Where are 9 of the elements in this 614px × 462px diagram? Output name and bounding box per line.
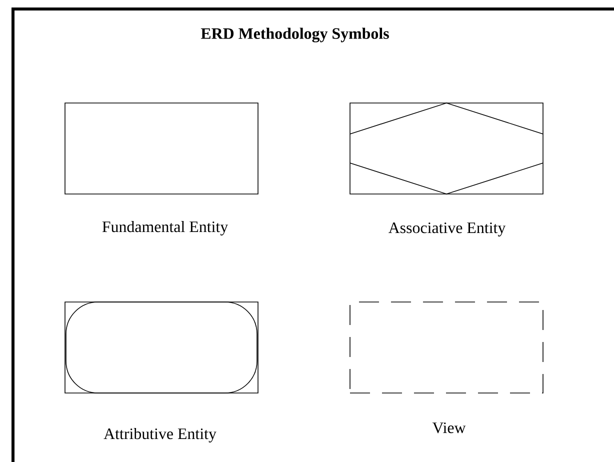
title: ERD Methodology Symbols (200, 28, 389, 42)
symbol-caption: View (432, 422, 466, 434)
symbol-caption: Associative Entity (388, 222, 506, 236)
symbol-caption: Attributive Entity (104, 428, 216, 442)
entity-box (350, 102, 544, 194)
symbol-caption: Fundamental Entity (102, 220, 228, 236)
entity-box (64, 302, 258, 394)
view-box (350, 302, 544, 394)
entity-box (64, 102, 258, 194)
